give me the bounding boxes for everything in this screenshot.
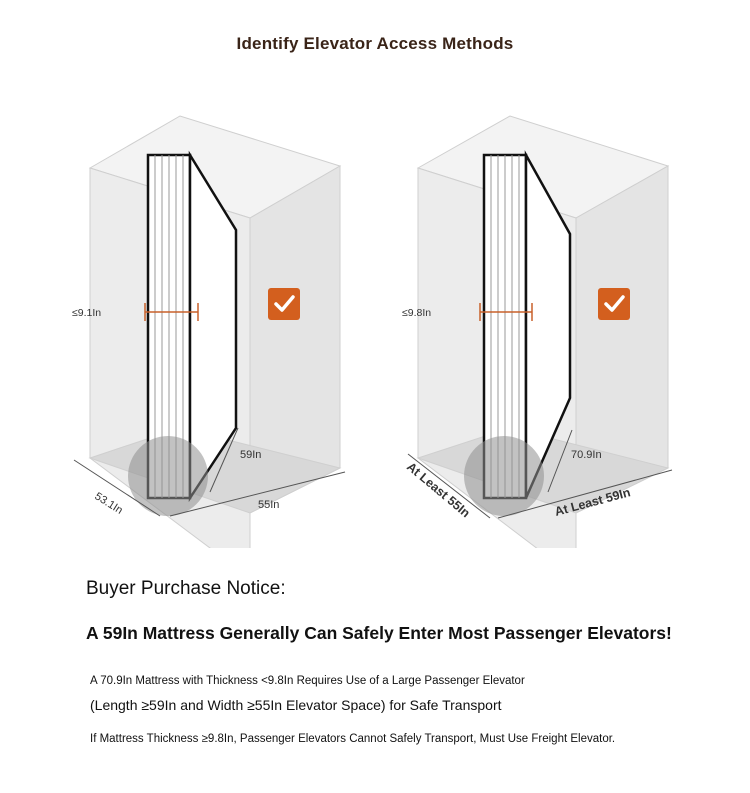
notice-line-2: (Length ≥59In and Width ≥55In Elevator S… [90,697,502,713]
notice-line-1: A 70.9In Mattress with Thickness <9.8In … [90,675,525,687]
elevator-box-left: ≤9.1In 53.1In 55In 59In [72,115,346,548]
checkmark-icon [598,288,630,320]
shadow-circle [128,436,208,516]
elevator-box-right: ≤9.8In At Least 55In At Least 59In 70.9I… [402,115,673,548]
depth-label: 53.1In [92,490,124,516]
width-label: 55In [258,499,279,511]
page-title: Identify Elevator Access Methods [236,34,514,53]
thickness-label: ≤9.1In [72,307,101,319]
elevator-diagram-right: ≤9.8In At Least 55In At Least 59In 70.9I… [380,108,740,548]
checkmark-icon [268,288,300,320]
elevator-diagram-left: ≤9.1In 53.1In 55In 59In [50,108,410,548]
notice-heading: Buyer Purchase Notice: [86,578,286,599]
notice-line-3: If Mattress Thickness ≥9.8In, Passenger … [90,733,616,745]
shadow-circle [464,436,544,516]
mattress-width-label: 70.9In [571,449,602,461]
notice-headline: A 59In Mattress Generally Can Safely Ent… [86,623,672,643]
mattress-width-label: 59In [240,449,261,461]
thickness-label: ≤9.8In [402,307,431,319]
